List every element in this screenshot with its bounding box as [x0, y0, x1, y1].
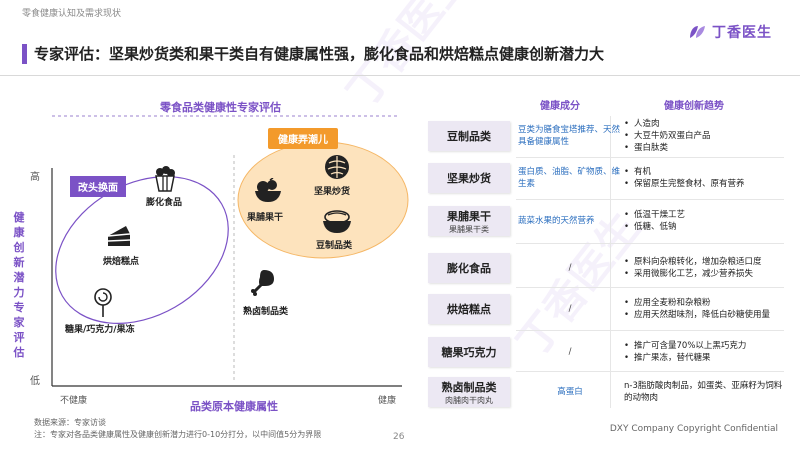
- drumstick-icon: [251, 270, 274, 296]
- trend-item: 低温干燥工艺: [624, 209, 784, 221]
- row-divider: [516, 199, 784, 200]
- row-divider: [516, 330, 784, 331]
- makeover-group-label: 改头换面: [70, 176, 126, 197]
- category-cell: 膨化食品: [428, 253, 510, 283]
- category-name: 豆制品类: [447, 130, 491, 143]
- label-bakery: 烘焙糕点: [103, 257, 140, 267]
- soy-bowl-icon: [323, 210, 351, 233]
- components-cell: /: [568, 347, 572, 357]
- y-axis-high-label: 高: [30, 172, 40, 183]
- components-cell: 蛋白质、油脂、矿物质、维生素: [518, 167, 621, 189]
- row-divider: [516, 157, 784, 158]
- page-number: 26: [393, 432, 405, 442]
- table-row: 豆制品类 豆类为膳食宝塔推荐、天然具备健康属性 人造肉 大豆牛奶双蛋白产品 蛋白…: [428, 116, 784, 156]
- category-name: 烘焙糕点: [447, 303, 491, 316]
- trends-cell: n-3脂肪酸肉制品，如蛋类、亚麻籽为饲料的动物肉: [624, 372, 784, 412]
- cake-icon: [107, 226, 131, 246]
- brand-logo: 丁香医生: [688, 22, 772, 42]
- copyright-text: DXY Company Copyright Confidential: [609, 424, 778, 434]
- table-row: 糖果巧克力 / 推广可含量70%以上黑巧克力 推广果冻，替代糖果: [428, 332, 784, 372]
- trends-cell: 低温干燥工艺 低糖、低钠: [624, 201, 784, 241]
- y-axis-label: 健康创新潜力专家评估: [13, 211, 25, 359]
- components-cell: 豆类为膳食宝塔推荐、天然具备健康属性: [518, 125, 621, 147]
- trend-item: 采用微膨化工艺，减少营养损失: [624, 268, 784, 280]
- category-name: 糖果巧克力: [441, 346, 497, 359]
- lollipop-icon: [94, 288, 112, 317]
- trend-item: 低糖、低钠: [624, 221, 784, 233]
- page-title: 专家评估：坚果炒货类和果干类自有健康属性强，膨化食品和烘焙糕点健康创新潜力大: [34, 45, 605, 63]
- popcorn-icon: [155, 166, 175, 192]
- row-divider: [516, 371, 784, 372]
- label-dried-fruit: 果脯果干: [247, 213, 284, 223]
- table-row: 烘焙糕点 / 应用全麦粉和杂粮粉 应用天然甜味剂，降低白砂糖使用量: [428, 289, 784, 329]
- title-accent-bar: [22, 44, 27, 64]
- label-nuts: 坚果炒货: [314, 187, 351, 197]
- components-cell: 蔬菜水果的天然营养: [518, 216, 595, 226]
- trend-item: 人造肉: [624, 118, 784, 130]
- data-source-note: 数据来源：专家访谈: [34, 418, 106, 427]
- fruit-bowl-icon: [255, 178, 281, 202]
- trend-item: 保留原生完整食材、原有营养: [624, 178, 784, 190]
- components-cell: /: [568, 263, 572, 273]
- category-name: 坚果炒货: [447, 172, 491, 185]
- col-header-components: 健康成分: [540, 101, 580, 112]
- trend-item: 推广可含量70%以上黑巧克力: [624, 340, 784, 352]
- label-candy: 糖果/巧克力/果冻: [65, 325, 135, 335]
- components-cell: 高蛋白: [557, 387, 583, 397]
- trends-cell: 有机 保留原生完整食材、原有营养: [624, 158, 784, 198]
- leaf-logo-icon: [690, 26, 705, 38]
- trendy-group-label: 健康弄潮儿: [268, 128, 338, 149]
- category-cell: 烘焙糕点: [428, 294, 510, 324]
- label-meat: 熟卤制品类: [243, 307, 289, 317]
- label-soy: 豆制品类: [316, 241, 353, 251]
- trend-item: 应用全麦粉和杂粮粉: [624, 297, 784, 309]
- table-row: 熟卤制品类 肉脯肉干肉丸 高蛋白 n-3脂肪酸肉制品，如蛋类、亚麻籽为饲料的动物…: [428, 372, 784, 412]
- category-cell: 坚果炒货: [428, 163, 510, 193]
- makeover-ellipse: [55, 176, 229, 324]
- x-axis-label: 品类原本健康属性: [190, 400, 278, 413]
- walnut-icon: [325, 155, 349, 179]
- label-puffed-food: 膨化食品: [146, 198, 183, 208]
- table-row: 膨化食品 / 原料向杂粮转化，增加杂粮适口度 采用微膨化工艺，减少营养损失: [428, 248, 784, 288]
- quadrant-chart: [51, 115, 409, 387]
- category-subname: 肉脯肉干肉丸: [445, 395, 493, 405]
- row-divider: [516, 287, 784, 288]
- x-axis-low-label: 不健康: [60, 396, 88, 406]
- category-subname: 果脯果干类: [449, 224, 489, 234]
- trend-item: 原料向杂粮转化，增加杂粮适口度: [624, 256, 784, 268]
- chart-title: 零食品类健康性专家评估: [160, 101, 281, 114]
- col-header-trends: 健康创新趋势: [664, 101, 724, 112]
- trend-item: 有机: [624, 166, 784, 178]
- trends-cell: 推广可含量70%以上黑巧克力 推广果冻，替代糖果: [624, 332, 784, 372]
- table-row: 坚果炒货 蛋白质、油脂、矿物质、维生素 有机 保留原生完整食材、原有营养: [428, 158, 784, 198]
- trend-item: 应用天然甜味剂，降低白砂糖使用量: [624, 309, 784, 321]
- trend-item: 蛋白肽类: [624, 142, 784, 154]
- trend-item: n-3脂肪酸肉制品，如蛋类、亚麻籽为饲料的动物肉: [624, 381, 783, 403]
- trends-cell: 人造肉 大豆牛奶双蛋白产品 蛋白肽类: [624, 116, 784, 156]
- trend-item: 大豆牛奶双蛋白产品: [624, 130, 784, 142]
- trends-cell: 原料向杂粮转化，增加杂粮适口度 采用微膨化工艺，减少营养损失: [624, 248, 784, 288]
- logo-text: 丁香医生: [712, 25, 772, 41]
- y-axis-low-label: 低: [30, 376, 40, 387]
- category-name: 果脯果干: [447, 209, 491, 223]
- category-name: 熟卤制品类: [441, 380, 497, 394]
- trend-item: 推广果冻，替代糖果: [624, 352, 784, 364]
- category-name: 膨化食品: [447, 262, 491, 275]
- table-row: 果脯果干 果脯果干类 蔬菜水果的天然营养 低温干燥工艺 低糖、低钠: [428, 201, 784, 241]
- footnote: 注：专家对各品类健康属性及健康创新潜力进行0-10分打分，以中间值5分为界限: [34, 430, 322, 439]
- header-divider: [0, 75, 800, 76]
- category-cell: 糖果巧克力: [428, 337, 510, 367]
- breadcrumb: 零食健康认知及需求现状: [22, 9, 122, 19]
- row-divider: [516, 243, 784, 244]
- components-cell: /: [568, 304, 572, 314]
- category-cell: 豆制品类: [428, 121, 510, 151]
- table-column-divider: [610, 116, 611, 408]
- category-cell: 果脯果干 果脯果干类: [428, 206, 510, 236]
- category-cell: 熟卤制品类 肉脯肉干肉丸: [428, 377, 510, 407]
- trends-cell: 应用全麦粉和杂粮粉 应用天然甜味剂，降低白砂糖使用量: [624, 289, 784, 329]
- x-axis-high-label: 健康: [378, 396, 397, 406]
